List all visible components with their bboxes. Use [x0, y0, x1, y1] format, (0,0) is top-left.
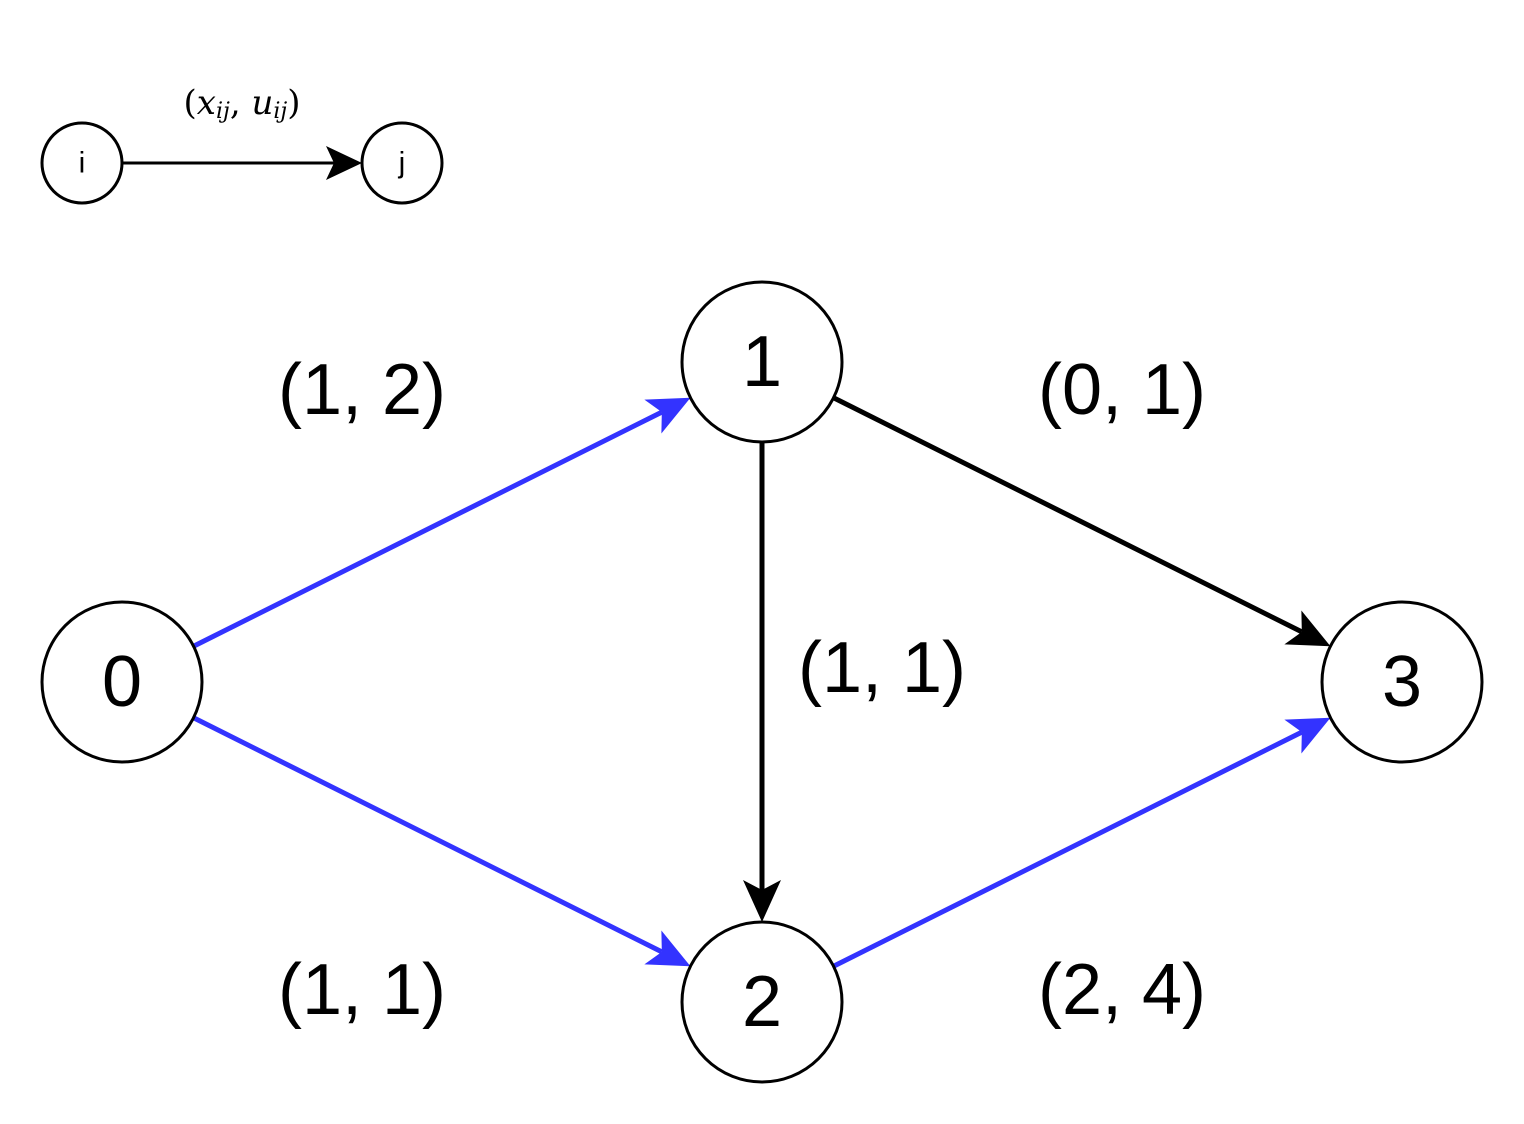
node-2-label: 2 [742, 962, 782, 1042]
node-0: 0 [40, 600, 204, 764]
node-1: 1 [680, 280, 844, 444]
edge-0-2 [192, 715, 663, 955]
edge-labels-layer: (1, 2) (1, 1) (1, 1) (0, 1) (2, 4) [278, 350, 1206, 1030]
edge-1-3 [832, 395, 1303, 635]
legend-node-j-label: j [398, 147, 406, 180]
node-3-circle [1320, 600, 1484, 764]
node-3: 3 [1320, 600, 1484, 764]
edge-label-0-2: (1, 1) [278, 950, 446, 1030]
edge-2-3-arrowhead [1284, 717, 1331, 754]
edge-label-1-2: (1, 1) [798, 628, 966, 708]
legend: i j (xij, uij) [40, 83, 444, 205]
node-1-label: 1 [742, 322, 782, 402]
legend-node-j: j [360, 121, 444, 205]
edge-2-3 [832, 729, 1303, 969]
legend-node-i-label: i [79, 147, 86, 180]
node-2: 2 [680, 920, 844, 1084]
edge-0-1 [192, 409, 663, 649]
node-2-circle [680, 920, 844, 1084]
edge-1-2-arrowhead [743, 880, 781, 922]
edges-layer [192, 395, 1331, 969]
edge-0-2-arrowhead [644, 930, 691, 967]
node-0-label: 0 [102, 642, 142, 722]
edge-1-3-arrowhead [1284, 610, 1331, 647]
node-3-label: 3 [1382, 642, 1422, 722]
node-1-circle [680, 280, 844, 444]
edge-label-0-1: (1, 2) [278, 350, 446, 430]
legend-node-i: i [40, 121, 124, 205]
nodes-layer: 0 1 2 3 [40, 280, 1484, 1084]
edge-label-2-3: (2, 4) [1038, 950, 1206, 1030]
legend-edge-label: (xij, uij) [184, 83, 301, 124]
node-0-circle [40, 600, 204, 764]
edge-0-1-arrowhead [644, 397, 691, 434]
legend-arrowhead [326, 146, 362, 180]
edge-label-1-3: (0, 1) [1038, 350, 1206, 430]
